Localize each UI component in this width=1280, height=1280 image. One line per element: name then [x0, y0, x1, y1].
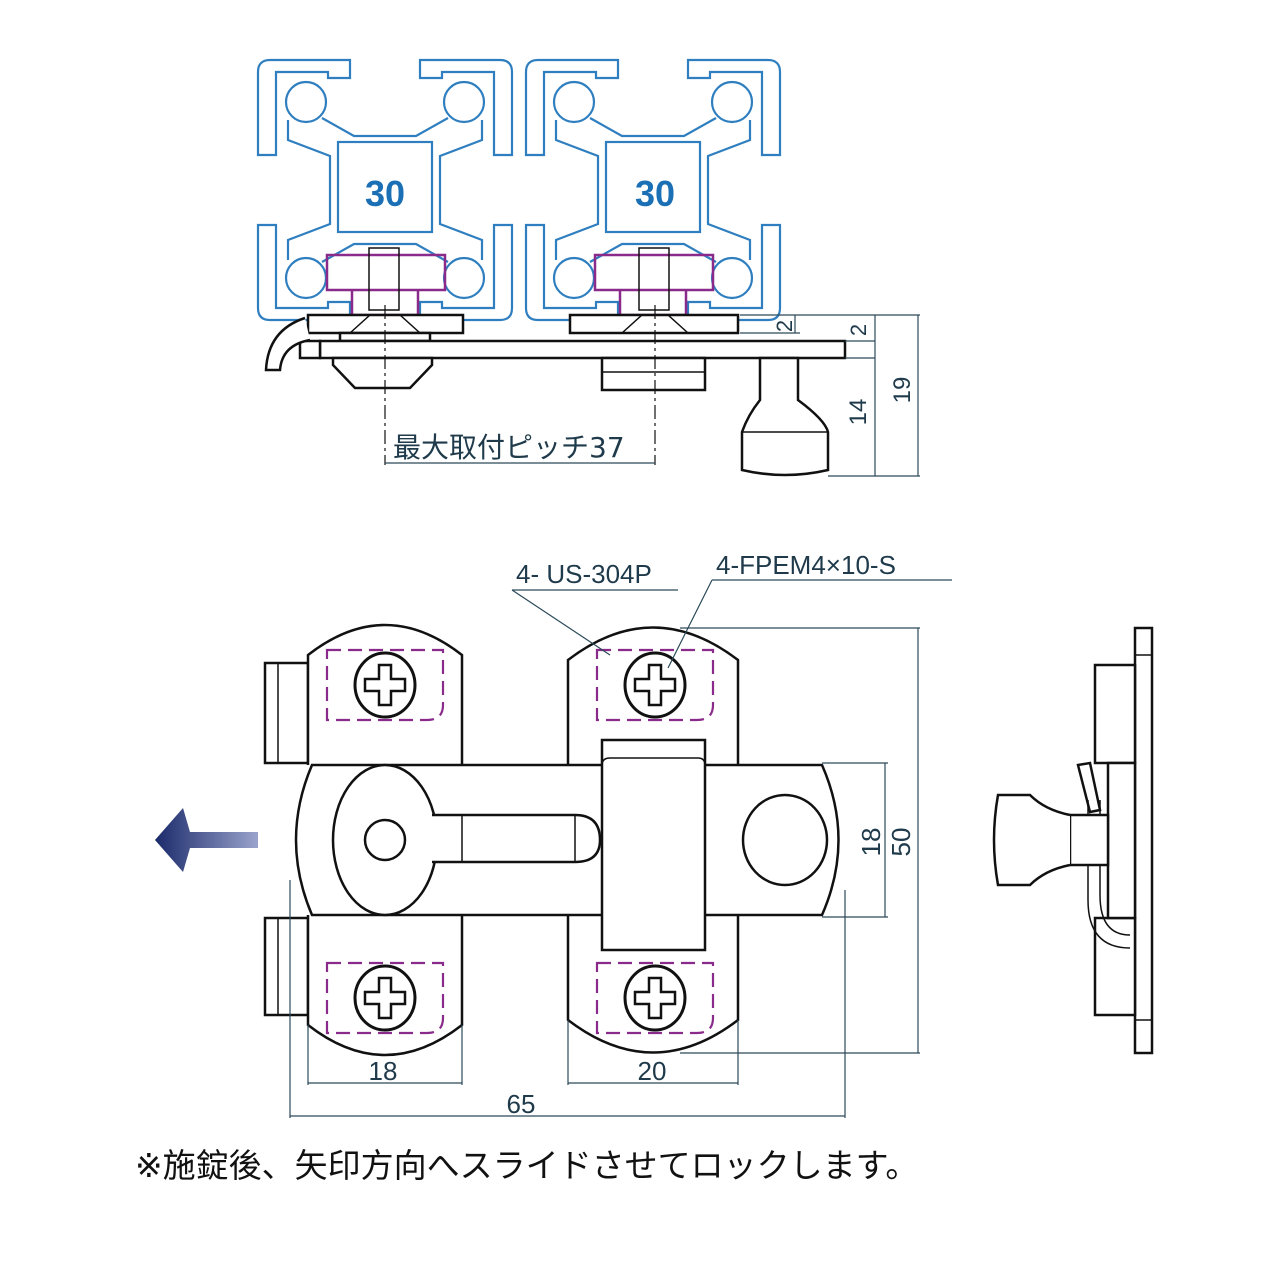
dim-plate-gap: 2: [772, 320, 797, 332]
profile-size-label-right: 30: [635, 173, 675, 214]
slide-direction-arrow-icon: [155, 808, 258, 872]
latch-side-view: [264, 313, 847, 477]
dim-bar-height: 18: [856, 828, 886, 857]
callout-spacer-label: 4- US-304P: [516, 559, 652, 589]
dim-total-width: 65: [507, 1089, 536, 1119]
top-dimensions: [385, 314, 920, 477]
max-mounting-pitch-label: 最大取付ピッチ37: [393, 431, 625, 464]
front-dimensions: [289, 627, 920, 1118]
dim-knob-height: 14: [845, 399, 872, 426]
dim-total-height-front: 50: [886, 828, 916, 857]
latch-front-view: [263, 623, 840, 1057]
callout-leaders: [511, 579, 952, 669]
profile-size-label-left: 30: [365, 173, 405, 214]
dim-right-tab-width: 20: [638, 1056, 667, 1086]
center-lines: [384, 305, 656, 465]
callout-screw-label: 4-FPEM4×10-S: [716, 550, 896, 580]
t-nut-right: [593, 247, 715, 317]
usage-note: ※施錠後、矢印方向へスライドさせてロックします。: [135, 1146, 918, 1185]
dim-plate-thickness: 2: [846, 324, 871, 336]
dim-total-height: 19: [889, 377, 916, 404]
latch-right-side-view: [992, 626, 1154, 1055]
dim-left-tab-width: 18: [369, 1056, 398, 1086]
t-nut-left: [325, 247, 447, 317]
